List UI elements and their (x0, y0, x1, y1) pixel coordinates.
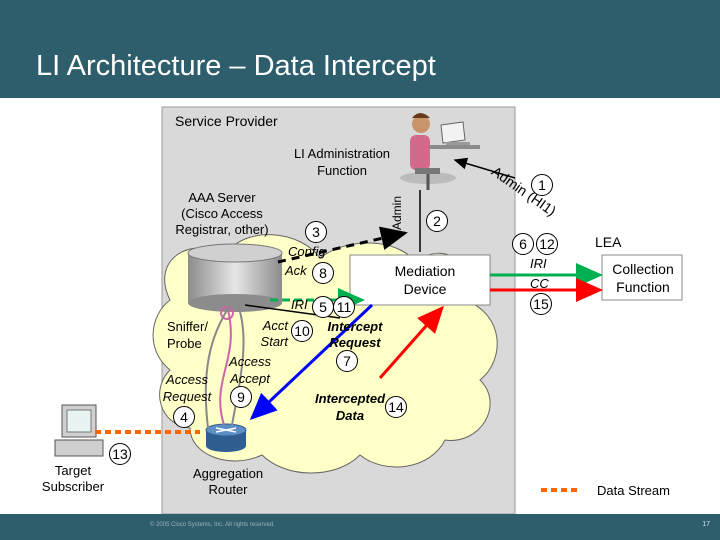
page-number: 17 (702, 521, 710, 528)
iri-left-label: IRI (291, 297, 308, 312)
step-7-badge: 7 (336, 350, 358, 372)
config-label: Config (288, 244, 326, 259)
step-3-badge: 3 (305, 221, 327, 243)
slide-header (0, 0, 720, 98)
access-accept-line (231, 304, 245, 426)
step-10-badge: 10 (291, 320, 313, 342)
slide-footer: © 2005 Cisco Systems, Inc. All rights re… (0, 514, 720, 540)
service-provider-label: Service Provider (175, 113, 278, 129)
access-request-line (204, 304, 231, 429)
ack-label: Ack (285, 263, 307, 278)
step-1-badge: 1 (531, 174, 553, 196)
step-14-badge: 14 (385, 396, 407, 418)
collection-function-label: Collection Function (612, 261, 674, 295)
step-11-badge: 11 (333, 296, 355, 318)
step-8-badge: 8 (312, 262, 334, 284)
copyright-text: © 2005 Cisco Systems, Inc. All rights re… (150, 522, 275, 528)
data-stream-legend-label: Data Stream (597, 483, 670, 498)
cc-arrow-up (378, 305, 444, 379)
mediation-device-box (349, 254, 491, 306)
aaa-server-icon (187, 243, 283, 312)
step-2-badge: 2 (426, 210, 448, 232)
step-9-badge: 9 (230, 386, 252, 408)
collection-function-box (601, 254, 683, 301)
target-subscriber-label: Target Subscriber (41, 463, 105, 494)
lea-label: LEA (595, 234, 622, 250)
aaa-server-label: AAA Server (Cisco Access Registrar, othe… (175, 190, 269, 237)
aggregation-router-label: Aggregation Router (192, 466, 264, 497)
cc-label: CC (530, 276, 549, 291)
step-4-badge: 4 (173, 406, 195, 428)
intercept-request-arrow (249, 303, 374, 421)
hi1-arrow (453, 157, 516, 179)
step-12-badge: 12 (536, 233, 558, 255)
sniffer-probe-label: Sniffer/ Probe (167, 319, 208, 351)
iri-right-label: IRI (530, 256, 547, 271)
step-6-badge: 6 (512, 233, 534, 255)
access-request-label: Access Request (162, 372, 212, 404)
admin-person-icon (400, 113, 480, 190)
step-15-badge: 15 (530, 293, 552, 315)
admin-vertical-label: Admin (390, 195, 404, 230)
sniffer-probe-line (219, 309, 232, 426)
acct-start-label: Acct Start (260, 318, 288, 349)
sniffer-ring (220, 306, 234, 320)
step-13-badge: 13 (109, 443, 131, 465)
aggregation-router-icon (205, 423, 247, 452)
target-pc-icon (54, 404, 104, 457)
li-admin-label: LI Administration Function (293, 146, 391, 178)
slide-title: LI Architecture – Data Intercept (36, 50, 436, 82)
step-5-badge: 5 (312, 296, 334, 318)
access-accept-label: Access Accept (229, 354, 271, 386)
intercept-request-label: Intercept Request (327, 319, 383, 350)
intercepted-data-label: Intercepted Data (314, 391, 386, 423)
config-arrow (277, 226, 408, 264)
mediation-device-label: Mediation Device (394, 263, 456, 297)
